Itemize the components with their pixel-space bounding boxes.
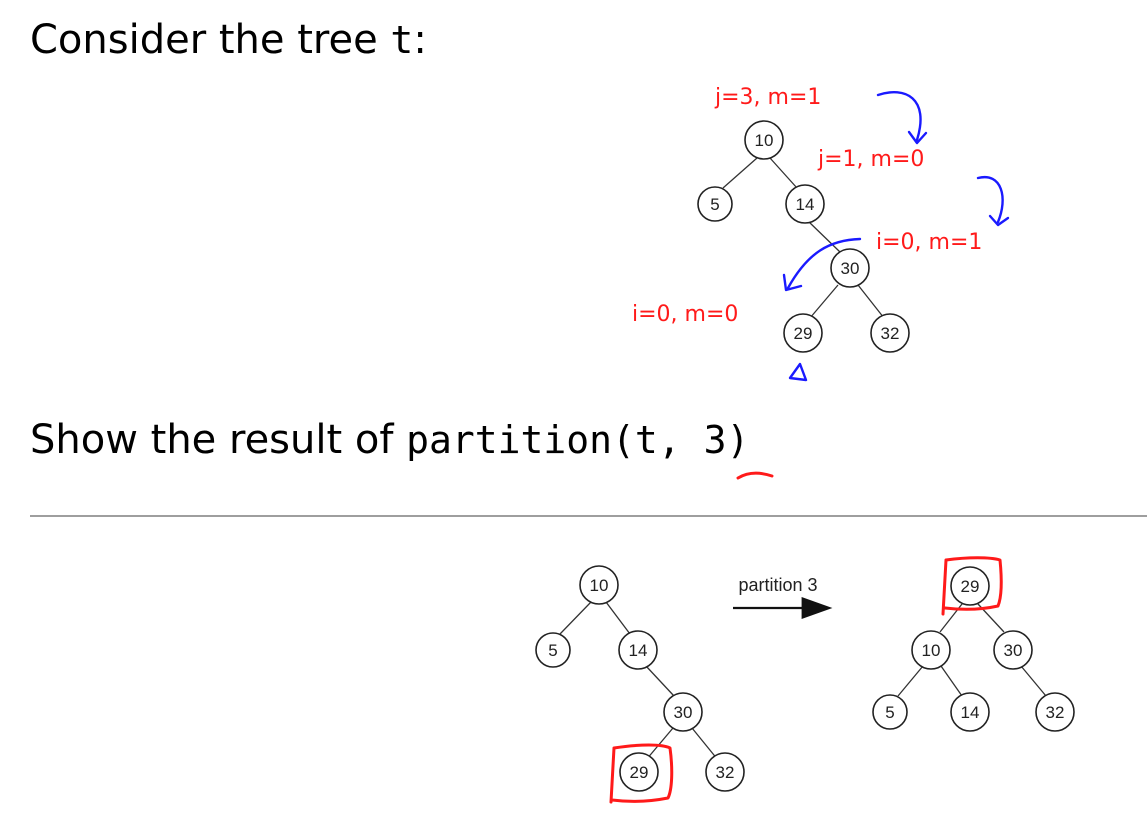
after-node-30: [993, 630, 1033, 670]
top-node-label-30: 30: [841, 259, 860, 278]
top-edge-30-29: [809, 284, 839, 319]
heading-show-prefix: Show the result of: [30, 417, 407, 463]
before-edge-10-14: [605, 601, 631, 635]
before-node-32: [705, 752, 745, 792]
after-highlight-box: [941, 556, 1003, 616]
after-node-label-30: 30: [1004, 641, 1023, 660]
heading-show-result: Show the result of partition(t, 3): [30, 420, 749, 460]
heading-consider-code: t: [390, 18, 414, 62]
before-node-14: [618, 630, 658, 670]
handwritten-annotations: j=3, m=1 j=1, m=0 i=0, m=1 i=0, m=0: [632, 85, 1010, 480]
after-node-10: [911, 630, 951, 670]
top-node-10: [744, 120, 784, 160]
annotation-step1: j=3, m=1: [714, 85, 821, 110]
annotation-step4: i=0, m=0: [632, 302, 738, 327]
top-edge-30-32: [857, 284, 885, 319]
top-node-label-29: 29: [794, 324, 813, 343]
blue-triangle: [788, 362, 808, 382]
top-node-label-5: 5: [710, 195, 719, 214]
before-edge-14-30: [645, 665, 675, 697]
after-node-5: [872, 694, 908, 730]
after-edge-10-14: [940, 665, 963, 697]
after-node-label-5: 5: [885, 703, 894, 722]
divider: [30, 515, 1147, 517]
after-node-32: [1035, 692, 1075, 732]
blue-arrow-1: [876, 91, 922, 142]
after-node-label-32: 32: [1046, 703, 1065, 722]
top-edge-14-30: [807, 220, 841, 253]
heading-consider: Consider the tree t:: [30, 20, 427, 60]
blue-arrow-2-head: [988, 214, 1010, 227]
top-node-label-14: 14: [796, 195, 815, 214]
annotation-step2: j=1, m=0: [817, 147, 924, 172]
top-edge-10-5: [722, 157, 758, 189]
blue-arrow-3-head: [782, 273, 803, 292]
annotation-step3: i=0, m=1: [876, 230, 982, 255]
top-edge-10-14: [769, 157, 798, 189]
before-node-10: [579, 565, 619, 605]
top-tree: 10 5 14 30 29 32: [697, 120, 910, 353]
before-node-29: [619, 752, 659, 792]
after-node-label-10: 10: [922, 641, 941, 660]
top-node-label-10: 10: [755, 131, 774, 150]
transition: partition 3: [733, 575, 833, 619]
after-edge-10-5: [897, 665, 924, 697]
top-node-29: [783, 313, 823, 353]
blue-arrow-2: [976, 175, 1004, 224]
transition-label: partition 3: [738, 575, 817, 595]
heading-show-code: partition(t, 3): [406, 418, 750, 462]
after-edge-30-32: [1020, 665, 1047, 697]
before-node-label-14: 14: [629, 641, 648, 660]
top-node-14: [785, 184, 825, 224]
blue-arrow-1-head: [907, 130, 928, 145]
before-node-label-30: 30: [674, 703, 693, 722]
before-edge-30-32: [691, 727, 719, 761]
after-tree: 29 10 30 5 14 32: [872, 556, 1075, 732]
before-node-label-5: 5: [548, 641, 557, 660]
red-underline: [736, 471, 774, 480]
heading-consider-suffix: :: [413, 17, 427, 63]
before-node-label-32: 32: [716, 763, 735, 782]
before-node-label-29: 29: [630, 763, 649, 782]
after-node-label-14: 14: [961, 703, 980, 722]
after-node-14: [950, 692, 990, 732]
before-node-label-10: 10: [590, 576, 609, 595]
after-node-29: [950, 566, 990, 606]
before-edge-10-5: [559, 601, 592, 635]
heading-consider-prefix: Consider the tree: [30, 17, 391, 63]
before-node-30: [663, 692, 703, 732]
blue-arrow-3: [786, 237, 862, 290]
before-highlight-box: [609, 743, 674, 804]
after-node-label-29: 29: [961, 577, 980, 596]
top-node-5: [697, 186, 733, 222]
top-node-32: [870, 313, 910, 353]
top-node-label-32: 32: [881, 324, 900, 343]
before-node-5: [535, 632, 571, 668]
before-tree: 10 5 14 30 29 32: [535, 565, 745, 804]
top-node-30: [830, 248, 870, 288]
